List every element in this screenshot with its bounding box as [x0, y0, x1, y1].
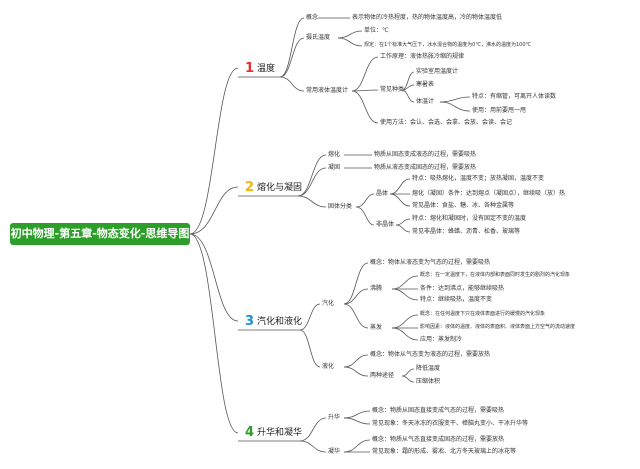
node-kinds: 常见种类 — [380, 86, 405, 93]
node-two-ways: 两种途径 — [370, 372, 395, 379]
node-freezing-text: 物质从液态变成固态的过程，需要放热 — [374, 164, 477, 171]
node-vaporization: 汽化 — [322, 300, 335, 307]
node-deposition: 凝华 — [328, 448, 341, 455]
node-liquefaction: 液化 — [322, 363, 335, 370]
node-crystal-condition: 熔化（凝固）条件：达到熔点（凝固点），继续吸（放）热 — [412, 190, 566, 197]
node-boiling-feature: 特点：继续吸热，温度不变 — [420, 296, 493, 303]
branch-number: 1 — [245, 61, 255, 76]
branch-label: 升华和凝华 — [257, 428, 303, 438]
node-liquefaction-concept: 概念：物体从气态变为液态的过程，需要放热 — [370, 351, 491, 358]
branch-label: 汽化和液化 — [257, 317, 303, 327]
node-rule: 规定：在1个标准大气压下，冰水混合物的温度为0℃，沸水的温度为100℃ — [364, 42, 532, 48]
node-freezing: 凝固 — [328, 164, 341, 171]
node-lower-temperature: 降低温度 — [416, 365, 441, 372]
branch-label: 熔化与凝固 — [257, 183, 303, 193]
node-clinical-feature: 特点：有缩管，可离开人体读数 — [472, 93, 557, 100]
node-concept-text: 表示物体的冷热程度，热的物体温度高，冷的物体温度低 — [352, 14, 503, 21]
node-amorphous-feature: 特点：熔化和凝固时，没有固定不变的温度 — [412, 215, 527, 222]
node-compress-volume: 压缩体积 — [416, 378, 441, 385]
node-deposition-concept: 概念：物质从气态直接变成固态的过程，需要放热 — [372, 436, 505, 443]
node-crystal-examples: 常见晶体：食盐、糖、冰、各种金属等 — [412, 202, 515, 209]
node-lab-thermometer: 实验室用温度计 — [416, 68, 459, 75]
branch-number: 3 — [245, 314, 255, 329]
branch-label: 温度 — [257, 64, 276, 74]
node-solid-classification: 固体分类 — [328, 203, 353, 210]
branch-number: 2 — [245, 180, 255, 195]
node-sublimation: 升华 — [328, 414, 341, 421]
node-principle: 工作原理：液体热胀冷缩的规律 — [380, 53, 465, 60]
root-title: 初中物理-第五章-物态变化-思维导图 — [10, 223, 190, 245]
node-clinical-thermometer: 体温计 — [416, 98, 435, 105]
node-sublimation-concept: 概念：物质从固态直接变成气态的过程，需要吸热 — [372, 407, 505, 414]
node-evaporation-concept: 概念：在任何温度下只在液体表面进行的缓慢的汽化现象 — [420, 311, 546, 317]
node-crystal: 晶体 — [376, 190, 389, 197]
node-clinical-use: 使用：用前要甩一甩 — [472, 107, 527, 114]
node-concept: 概念 — [306, 14, 319, 21]
node-evaporation: 蒸发 — [370, 324, 383, 331]
node-deposition-examples: 常见现象：霜的形成、雾凇、北方冬天玻璃上的冰花等 — [372, 448, 517, 455]
node-boiling-concept: 概念：在一定温度下，在液体内部和表面同时发生的剧烈的汽化现象 — [420, 272, 571, 278]
node-melting-text: 物质从固态变成液态的过程，需要吸热 — [374, 151, 477, 158]
node-usage-method: 使用方法：会认、会选、会拿、会放、会读、会记 — [380, 119, 513, 126]
node-weather-thermometer: 寒暑表 — [416, 81, 435, 88]
node-sublimation-examples: 常见现象：冬天冰冻的衣服变干、樟脑丸变小、干冰升华等 — [372, 420, 529, 427]
node-vaporization-concept: 概念：物体从液态变为气态的过程，需要吸热 — [370, 259, 491, 266]
node-amorphous-examples: 常见非晶体：蜂蜡、沥青、松香、玻璃等 — [412, 228, 521, 235]
node-crystal-feature: 特点：吸热熔化，温度不变；放热凝固，温度不变 — [412, 175, 545, 182]
node-liquid-thermometer: 常用液体温度计 — [306, 87, 349, 94]
node-amorphous: 非晶体 — [376, 221, 395, 228]
node-celsius: 摄氏温度 — [306, 34, 331, 41]
node-boiling-condition: 条件：达到沸点，能够继续吸热 — [420, 285, 505, 292]
node-evaporation-factors: 影响因素：液体的温度、液体的表面积、液体表面上方空气的流动速度 — [420, 324, 576, 330]
branch-number: 4 — [245, 425, 255, 440]
node-evaporation-use: 应用：蒸发制冷 — [420, 336, 463, 343]
node-boiling: 沸腾 — [370, 285, 383, 292]
node-melting: 熔化 — [328, 151, 341, 158]
node-unit: 单位：℃ — [364, 27, 389, 34]
